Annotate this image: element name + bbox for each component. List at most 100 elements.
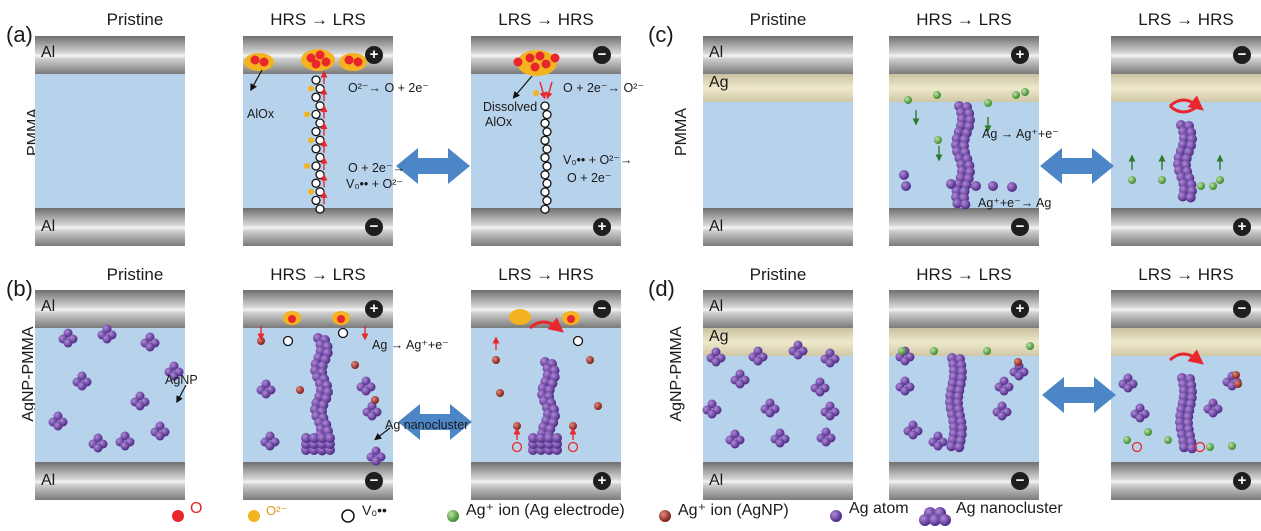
ag-atom	[821, 427, 831, 437]
bottom-electrode	[703, 208, 853, 246]
oxygen-vacancy	[542, 109, 552, 120]
ag-atom	[711, 357, 721, 367]
ag-atom	[960, 199, 971, 210]
title-d-set: HRS → LRS	[916, 265, 1012, 284]
legend-vacancy-label: V₀••	[362, 502, 387, 518]
ag-atom	[900, 386, 910, 396]
ag-atom	[908, 420, 918, 430]
note-oxidation: O²⁻→ O + 2e⁻	[348, 81, 429, 95]
plus-sign: +	[365, 300, 383, 318]
vacant-site	[511, 441, 523, 453]
ag-atom	[933, 441, 943, 451]
ag-atom	[361, 386, 371, 396]
ag-atom	[1208, 408, 1218, 418]
oxygen-vacancy	[542, 144, 552, 154]
pointer-arrow	[176, 384, 187, 404]
ag-atom	[261, 389, 271, 399]
ag-atom	[735, 369, 745, 379]
oxygen-vacancy	[311, 92, 321, 102]
ag-ion	[296, 386, 304, 394]
plus-sign: +	[593, 218, 611, 236]
ag-ion	[1232, 371, 1240, 379]
title-c-reset: LRS → HRS	[1138, 10, 1234, 29]
note-dissolved-alox: AlOx	[485, 115, 513, 129]
cell-c-pristine: Al Ag Al	[703, 36, 853, 246]
legend-o-label: O	[190, 500, 203, 517]
ag-atom	[1007, 182, 1017, 192]
ag-ion	[934, 136, 942, 144]
ag-atom	[63, 328, 73, 338]
ag-atom	[77, 371, 87, 381]
ag-atom	[155, 431, 165, 441]
ag-atom	[120, 431, 130, 441]
legend-ag-ion-electrode-label: Ag⁺ ion (Ag electrode)	[466, 502, 625, 519]
ag-atom	[1135, 413, 1145, 423]
ag-ion	[984, 99, 992, 107]
insulator	[703, 102, 853, 208]
plus-sign: +	[1011, 46, 1029, 64]
minus-sign: −	[365, 218, 383, 236]
agnp-cluster-group	[48, 324, 184, 453]
minus-sign: −	[1011, 218, 1029, 236]
electrode-label: Al	[709, 472, 724, 489]
ag-ion	[1014, 358, 1022, 366]
legend-ag-nanocluster-icon	[919, 507, 951, 526]
ag-ion	[1128, 176, 1136, 184]
oxygen-vacancy	[540, 101, 550, 111]
legend-ag-atom-label: Ag atom	[849, 500, 909, 517]
electrode-label: Al	[41, 44, 56, 61]
title-a-pristine: Pristine	[106, 10, 164, 29]
plus-sign: +	[593, 472, 611, 490]
minus-sign: −	[1011, 472, 1029, 490]
ag-ion	[983, 347, 991, 355]
note-agnp: AgNP	[165, 373, 198, 387]
ag-atom	[120, 441, 130, 451]
ag-atom	[367, 411, 377, 421]
ag-atom	[528, 433, 538, 443]
ag-atom	[901, 181, 911, 191]
ag-ion	[1158, 176, 1166, 184]
note-ag-oxidation-b: Ag → Ag⁺+e⁻	[372, 338, 449, 352]
ag-ion	[594, 402, 602, 410]
oxygen-vacancy	[540, 118, 550, 128]
oxygen-vacancy	[315, 135, 325, 145]
vacancy-filament	[304, 70, 328, 214]
ag-atom	[1014, 371, 1024, 381]
ag-ion	[492, 356, 500, 364]
ag-atom	[900, 376, 910, 386]
ag-atom	[825, 411, 835, 421]
oxygen-vacancy	[540, 204, 550, 214]
ag-ion	[1144, 428, 1152, 436]
ag-atom	[102, 334, 112, 344]
double-arrow	[396, 148, 470, 184]
ag-atom	[753, 356, 763, 366]
title-a-reset: LRS → HRS	[498, 10, 594, 29]
ag-atom	[793, 350, 803, 360]
ag-ion	[1228, 442, 1236, 450]
oxygen-vacancy	[315, 118, 325, 128]
ag-atom	[261, 379, 271, 389]
ag-atom	[544, 433, 554, 443]
ag-atom	[825, 348, 835, 358]
oxygen-vacancy	[311, 126, 321, 137]
ag-ion	[1164, 436, 1172, 444]
ag-ion	[904, 96, 912, 104]
oxygen-vacancy	[311, 144, 321, 154]
oxygen-vacancy	[540, 135, 550, 146]
minus-sign: −	[1233, 46, 1251, 64]
ag-ion	[1206, 443, 1214, 451]
ag-ion	[1026, 342, 1034, 350]
ag-ion	[586, 356, 594, 364]
ag-ion	[513, 422, 521, 430]
ag-filament	[1118, 371, 1242, 454]
ag-atom	[169, 371, 179, 381]
oxygen-vacancy	[315, 169, 325, 180]
oxygen-vacancy	[315, 101, 325, 111]
ag-atom	[1178, 442, 1189, 453]
ag-atom	[317, 433, 327, 443]
bottom-electrode	[35, 208, 185, 246]
ag-atom	[707, 409, 717, 419]
plus-sign: +	[1011, 300, 1029, 318]
oxygen-vacancy	[542, 161, 552, 171]
ag-atom	[765, 408, 775, 418]
